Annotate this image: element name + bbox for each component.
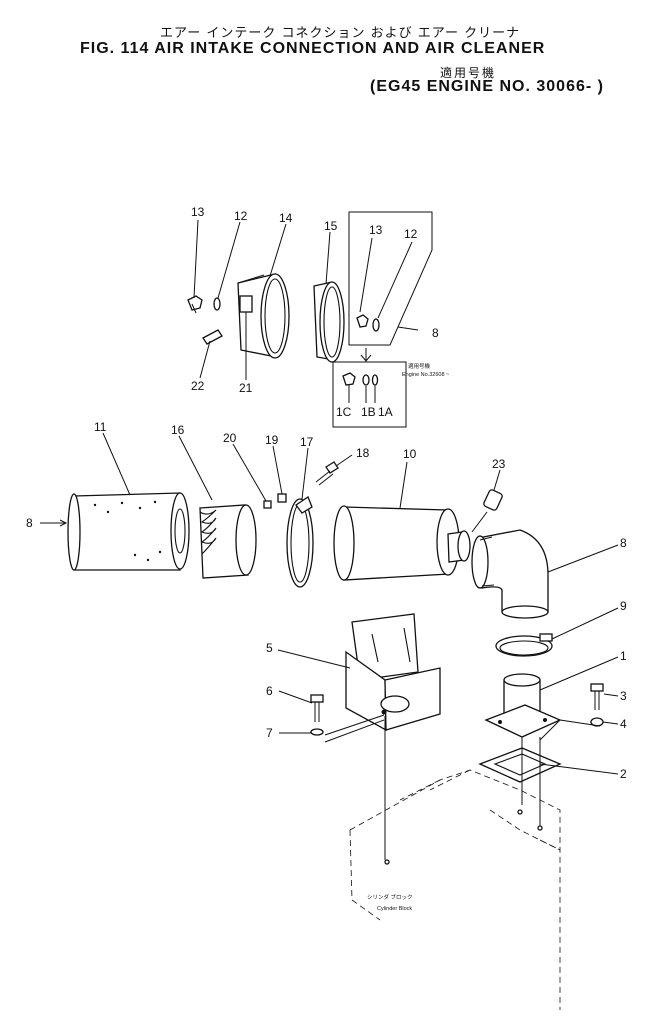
callout-14: 14	[279, 211, 293, 225]
applicability-japanese: 適用号機	[440, 66, 497, 80]
inset-note-jp: 適用号機	[408, 362, 431, 370]
cylinder-block: シリンダ ブロック Cylinder Block	[349, 769, 561, 1010]
callout-6: 6	[266, 684, 273, 698]
callout-9: 9	[620, 599, 627, 613]
filter-element-11	[67, 492, 190, 571]
callout-13: 13	[191, 205, 205, 219]
inset-callout-8: 8	[432, 326, 439, 340]
callout-19: 19	[265, 433, 279, 447]
cylinder-block-label-jp: シリンダ ブロック	[367, 893, 413, 901]
label-plate-22	[202, 329, 223, 345]
cap-cover-14	[237, 273, 290, 359]
hose-clamp-9	[495, 633, 553, 657]
bracket-5	[345, 613, 441, 732]
callout-5: 5	[266, 641, 273, 655]
inset-variant-box: 適用号機 Engine No.32608 ~ 13 12 8 1C 1B 1A	[332, 211, 449, 428]
bolt-18	[315, 461, 339, 486]
callout-20: 20	[223, 431, 237, 445]
engine-applicability: (EG45 ENGINE NO. 30066- )	[370, 78, 604, 95]
callout-15: 15	[324, 219, 338, 233]
inset-callout-13: 13	[369, 223, 383, 237]
callout-7: 7	[266, 726, 273, 740]
name-plate-21	[239, 295, 253, 313]
callout-22: 22	[191, 379, 205, 393]
leader-lines	[40, 219, 619, 775]
elbow-hose-8	[471, 529, 549, 619]
figure-title: FIG. 114 AIR INTAKE CONNECTION AND AIR C…	[80, 40, 546, 57]
dust-pan-16	[199, 504, 257, 579]
callout-4: 4	[620, 717, 627, 731]
wing-nut-13	[187, 295, 203, 314]
washer-12	[213, 297, 221, 311]
callout-2: 2	[620, 767, 627, 781]
intake-pipe-1	[484, 673, 562, 738]
title-japanese: エアー インテーク コネクション および エアー クリーナ	[160, 26, 521, 41]
air-cleaner-body-10	[333, 505, 471, 581]
nut-20-and-bracket-19	[263, 493, 287, 509]
bolt-6-washer-7	[310, 694, 324, 736]
callout-8-left: 8	[26, 516, 33, 530]
bolt-3-washer-4	[590, 683, 604, 727]
callout-8-right: 8	[620, 536, 627, 550]
band-clamp-17	[286, 496, 314, 588]
callout-21: 21	[239, 381, 253, 395]
callout-17: 17	[300, 435, 314, 449]
callout-23: 23	[492, 457, 506, 471]
callout-3: 3	[620, 689, 627, 703]
callout-16: 16	[171, 423, 185, 437]
inset-note-engine: Engine No.32608 ~	[402, 372, 449, 378]
callout-18: 18	[356, 446, 370, 460]
gasket-ring-15	[313, 281, 345, 363]
inset-callout-1c: 1C	[336, 405, 352, 419]
callout-12: 12	[234, 209, 248, 223]
callout-11: 11	[94, 420, 107, 434]
inset-callout-12: 12	[404, 227, 418, 241]
cylinder-block-label-en: Cylinder Block	[377, 906, 412, 912]
callout-10: 10	[403, 447, 417, 461]
inset-callout-1b: 1B	[361, 405, 376, 419]
vacuum-indicator-23	[471, 489, 503, 533]
callout-1: 1	[620, 649, 627, 663]
inset-callout-1a: 1A	[378, 405, 393, 419]
assembly-lines	[324, 714, 601, 860]
